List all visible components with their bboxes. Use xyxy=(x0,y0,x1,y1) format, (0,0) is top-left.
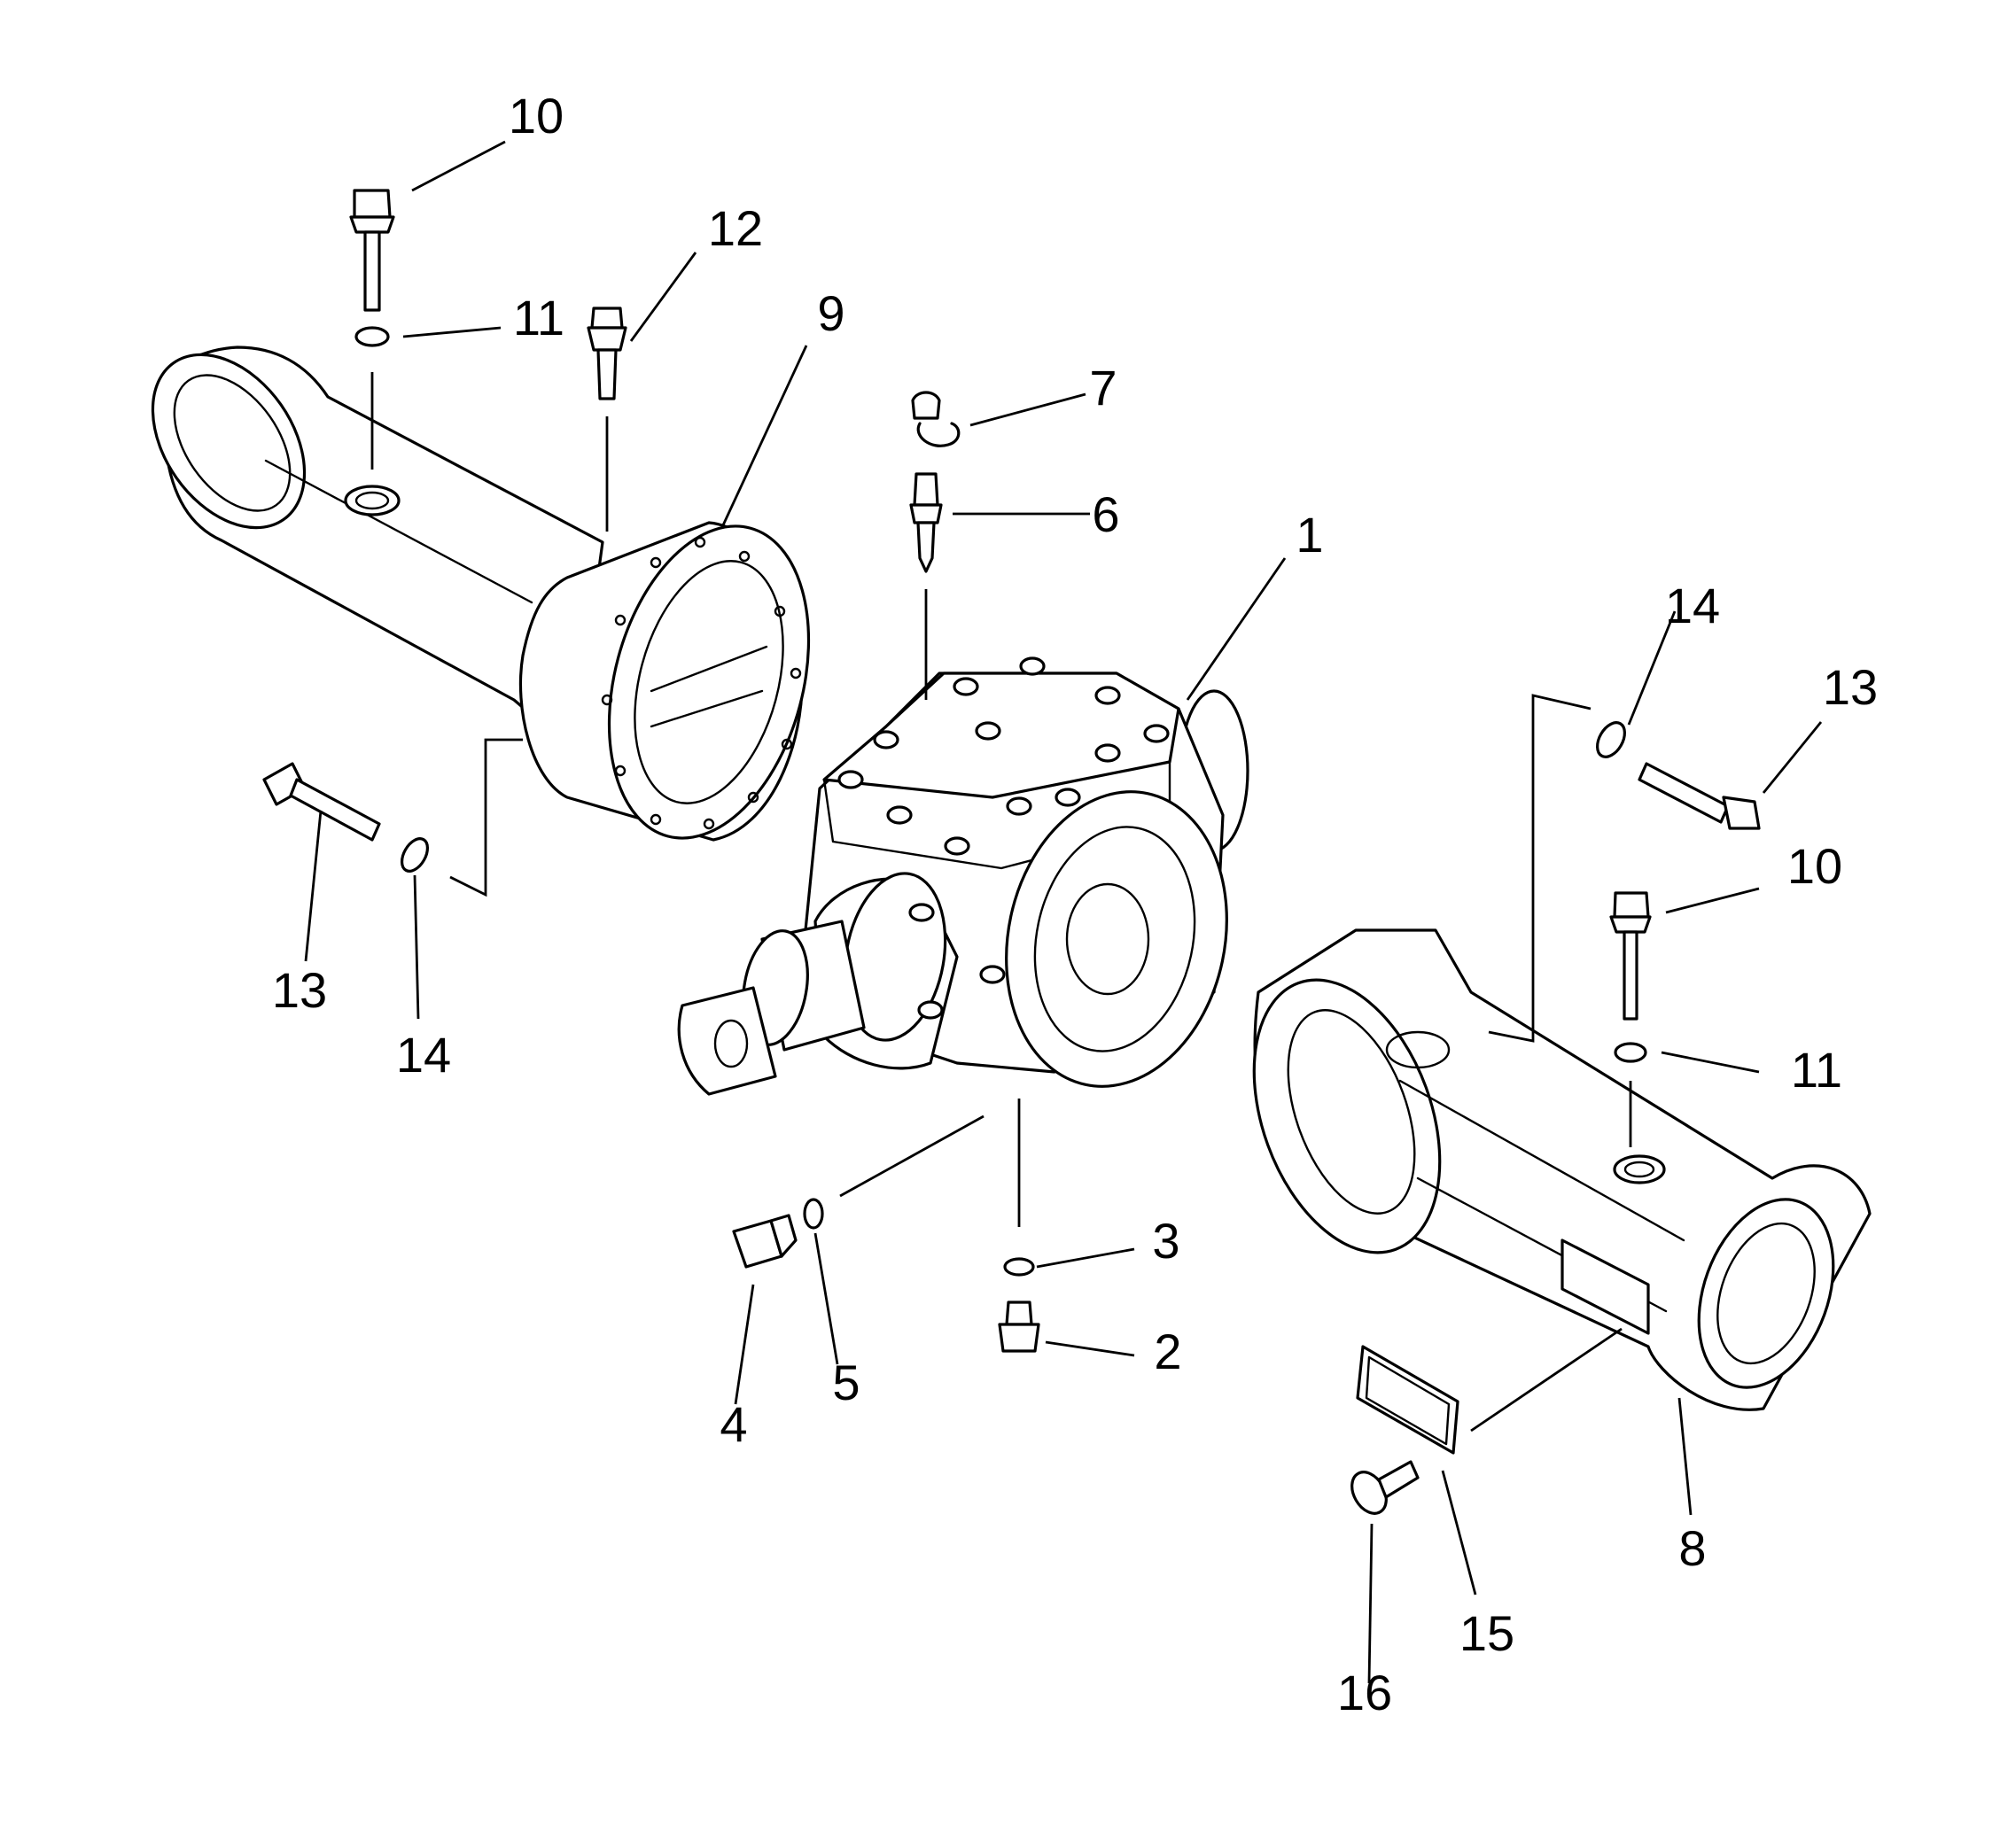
callout-10-left: 10 xyxy=(509,88,564,144)
washer-part-14-right xyxy=(1596,721,1626,758)
right-axle-housing xyxy=(1252,928,1872,1411)
callout-10-right: 10 xyxy=(1787,838,1842,894)
callout-14-right: 14 xyxy=(1665,578,1720,633)
callout-16: 16 xyxy=(1337,1665,1392,1720)
callout-4: 4 xyxy=(720,1396,747,1452)
callout-15: 15 xyxy=(1459,1605,1514,1661)
screw-part-16 xyxy=(1350,1460,1420,1515)
o-ring-part-11-right xyxy=(1614,1042,1647,1063)
cover-plate-part-15 xyxy=(1356,1345,1459,1455)
callout-3: 3 xyxy=(1152,1213,1179,1269)
o-ring-part-11-left xyxy=(354,326,390,347)
fitting-part-6 xyxy=(909,472,943,573)
callout-1: 1 xyxy=(1296,507,1323,563)
callout-6: 6 xyxy=(1092,486,1119,542)
o-ring-part-5 xyxy=(803,1198,824,1230)
leader-lines xyxy=(304,140,1823,1684)
bolt-part-13-right xyxy=(1638,762,1761,830)
fitting-part-12 xyxy=(587,307,627,400)
bolt-part-13-left xyxy=(262,762,381,842)
callouts: 1 2 3 4 5 6 7 8 9 10 10 11 11 12 13 13 1… xyxy=(272,88,1878,1720)
plug-part-4 xyxy=(732,1214,798,1269)
callout-11-left: 11 xyxy=(513,290,564,346)
left-axle-housing xyxy=(151,346,811,842)
washer-part-14-left xyxy=(400,837,430,873)
callout-5: 5 xyxy=(832,1355,860,1410)
callout-8: 8 xyxy=(1678,1520,1706,1576)
bolt-part-10-left xyxy=(349,189,395,312)
callout-13-left: 13 xyxy=(272,962,327,1018)
differential-housing xyxy=(677,656,1249,1096)
callout-14-left: 14 xyxy=(396,1027,451,1083)
callout-13-right: 13 xyxy=(1823,659,1878,715)
callout-7: 7 xyxy=(1089,360,1117,415)
plug-part-2 xyxy=(998,1301,1040,1353)
callout-12: 12 xyxy=(708,200,763,256)
callout-11-right: 11 xyxy=(1791,1042,1842,1098)
bolt-part-10-right xyxy=(1609,891,1652,1021)
callout-9: 9 xyxy=(817,285,844,341)
o-ring-part-3 xyxy=(1003,1257,1035,1277)
callout-2: 2 xyxy=(1154,1324,1181,1379)
breather-part-7 xyxy=(911,391,961,447)
